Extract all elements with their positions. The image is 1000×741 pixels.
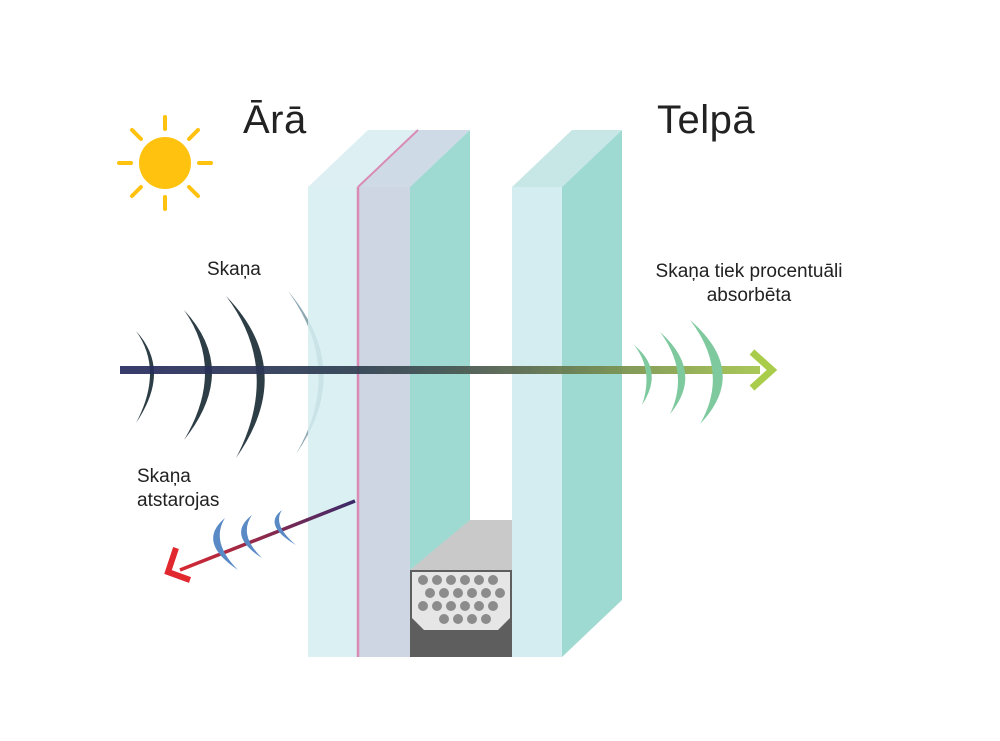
absorbed-label-line1: Skaņa tiek procentuāli <box>655 261 843 282</box>
reflected-sound-waves <box>213 510 296 570</box>
absorbed-sound-waves <box>634 320 723 424</box>
spacer-profile <box>410 520 512 657</box>
absorbed-label: Skaņa tiek procentuāli absorbēta <box>638 260 860 308</box>
reflected-arrow-icon <box>164 547 192 583</box>
desiccant-beads <box>418 575 505 624</box>
glass-pane-inner <box>512 130 622 657</box>
sun-icon <box>117 115 213 211</box>
reflected-label-line1: Skaņa <box>137 466 191 487</box>
reflected-label-line2: atstarojas <box>137 490 220 511</box>
outside-label: Ārā <box>243 98 307 142</box>
laminated-glass-pane <box>308 129 470 657</box>
absorbed-label-line2: absorbēta <box>706 285 792 306</box>
sound-label: Skaņa <box>207 259 261 280</box>
inside-label: Telpā <box>657 98 756 142</box>
reflected-label: Skaņa atstarojas <box>137 465 219 513</box>
sound-beam <box>120 349 778 391</box>
incoming-sound-waves <box>136 291 324 458</box>
arrow-icon <box>749 349 778 391</box>
reflected-sound <box>164 499 356 583</box>
